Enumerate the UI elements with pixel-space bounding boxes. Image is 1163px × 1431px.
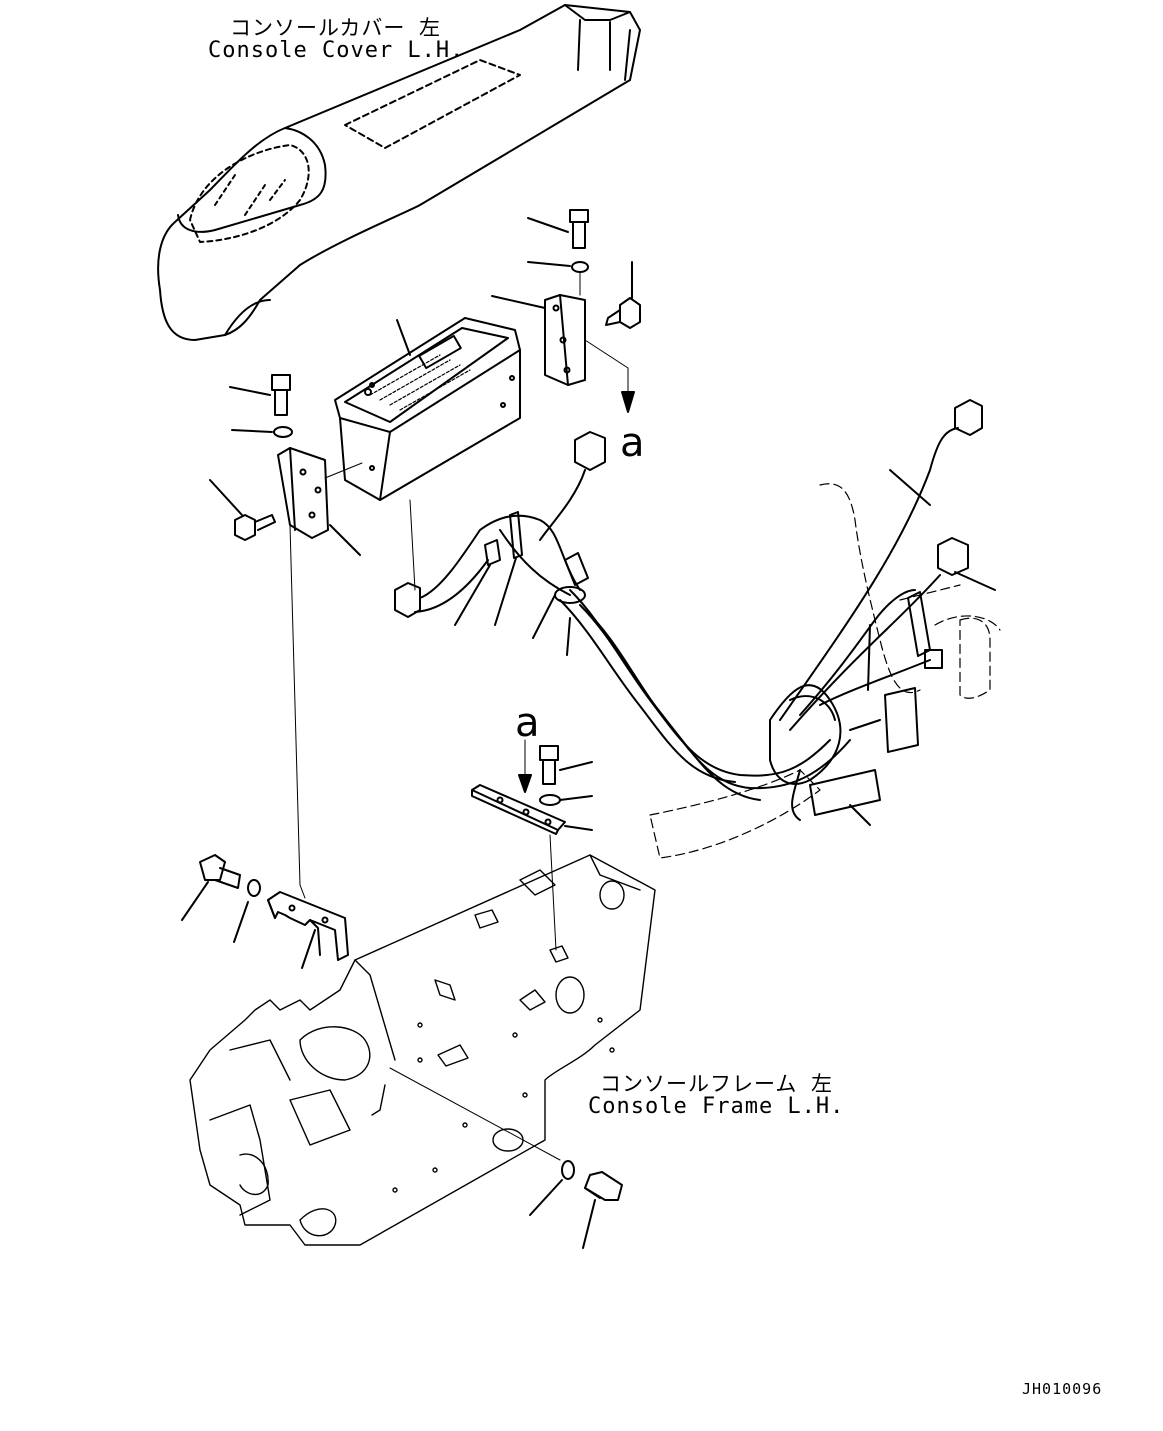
console-frame-label-en: Console Frame L.H. — [588, 1094, 845, 1119]
console-cover-label-jp: コンソールカバー 左 — [230, 16, 442, 40]
reference-a-upper: a — [620, 420, 645, 466]
console-cover — [157, 4, 641, 341]
console-cover-label-en: Console Cover L.H. — [208, 38, 465, 63]
phantom-structure — [649, 483, 1001, 859]
reference-a-lower: a — [515, 700, 540, 746]
upper-left-bolt — [229, 374, 293, 438]
small-screw — [605, 261, 641, 329]
drawing-code: JH010096 — [1022, 1380, 1103, 1398]
lower-left-bracket — [267, 891, 349, 969]
console-frame-label-jp: コンソールフレーム 左 — [600, 1072, 834, 1096]
lower-right-bolt — [389, 1067, 623, 1249]
console-frame — [189, 854, 656, 1246]
upper-right-bolt — [527, 209, 589, 296]
lower-left-bolt — [181, 854, 261, 943]
controller-unit — [334, 317, 521, 591]
middle-bracket — [471, 739, 593, 951]
wiring-harness — [394, 399, 996, 826]
upper-left-screw — [209, 479, 276, 541]
upper-left-bracket — [277, 447, 363, 886]
upper-right-bracket — [491, 294, 635, 413]
middle-bolt — [539, 745, 593, 806]
